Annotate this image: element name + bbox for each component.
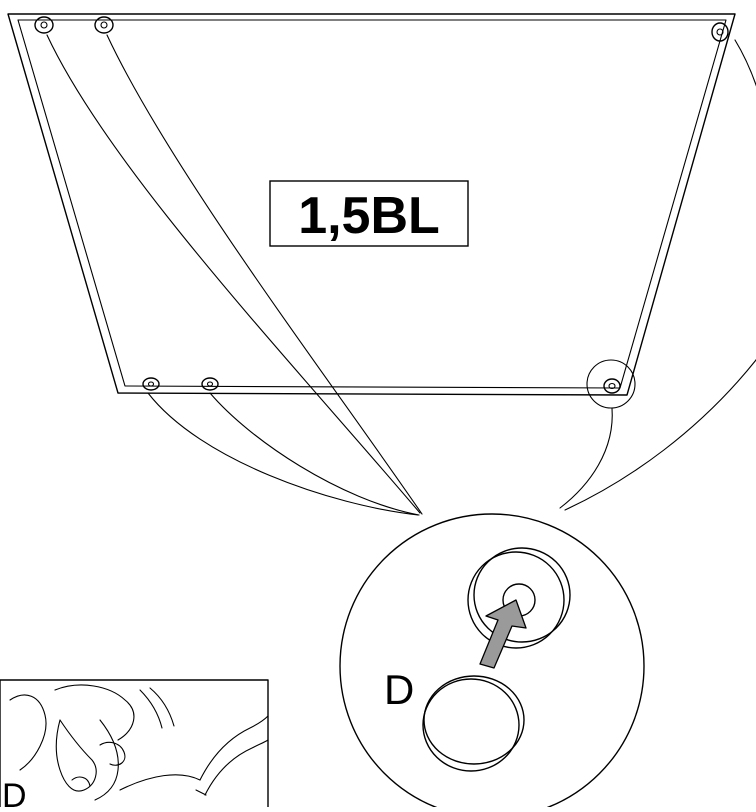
finger-outline [94,719,119,801]
cable-line [119,774,201,791]
leader-line [46,34,421,514]
hand-outline [54,684,135,741]
finger-nail [71,776,91,787]
leader-line [106,34,423,515]
hand-outline [9,694,47,771]
inset-label: D [2,777,27,807]
leader-line [559,407,613,509]
screw-hole [711,22,729,42]
detail-highlight-circle [586,359,636,409]
panel-label: 1,5BL [298,187,440,245]
hand-outline [149,687,175,727]
inset-illustration: D [0,679,269,812]
detail-circle: D [339,513,645,812]
screw-hole [34,16,54,34]
hand-outline [139,689,163,729]
finger-outline [55,719,97,792]
grommet-loose [422,675,525,772]
panel-outer-edge [7,13,736,396]
grommet-mounted [467,547,571,649]
panel-label-box: 1,5BL [269,180,469,247]
grommet-sketch [99,741,126,766]
leader-lines [46,34,756,516]
cable-line [195,789,207,796]
leader-line [147,392,419,516]
detail-label: D [384,666,414,713]
screw-hole [142,377,160,391]
insert-arrow-icon [479,599,527,669]
cable-line [204,739,269,796]
cable-line [199,715,269,781]
screw-holes [34,16,729,409]
leader-line [209,392,420,516]
screw-hole [201,377,219,391]
leader-line [564,39,756,511]
screw-hole [94,16,114,34]
screw-hole [603,378,621,394]
